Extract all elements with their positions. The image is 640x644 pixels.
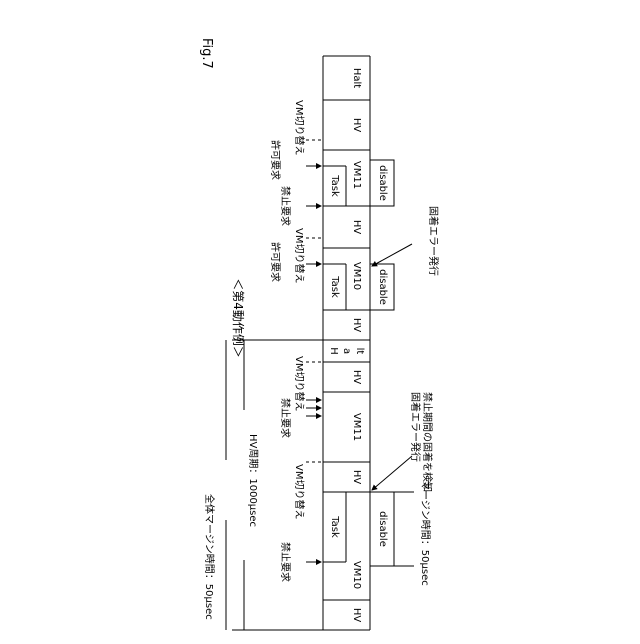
dashed-markers <box>306 140 323 462</box>
segment-disable-upper: disable <box>377 165 388 201</box>
segment-vm10-upper: VM10 <box>351 262 362 290</box>
period-brackets <box>226 340 323 630</box>
label-permit-request-2: 許可要求 <box>269 242 282 282</box>
label-hv-period: HV周期：1000μsec <box>247 434 259 527</box>
segment-hv-6: HV <box>351 608 362 623</box>
segment-disable-mid: disable <box>377 269 388 305</box>
label-margin-total: 全体マージン時間：50μsec <box>203 494 216 620</box>
label-vm-switch-2: VM切り替え <box>293 228 306 283</box>
segment-halt-h: H <box>328 347 339 355</box>
label-forbid-request-1: 禁止要求 <box>279 186 291 226</box>
label-forbid-request-2: 禁止要求 <box>279 398 291 438</box>
segment-hv-4: HV <box>351 370 362 385</box>
segment-hv-2: HV <box>351 220 362 235</box>
segment-disable-lower: disable <box>377 511 388 547</box>
segment-task-lower: Task <box>329 515 340 538</box>
label-forbid-request-3: 禁止要求 <box>279 542 291 582</box>
request-arrows <box>306 166 321 562</box>
segment-vm11-upper: VM11 <box>351 161 362 189</box>
segment-halt-a: a <box>341 348 352 354</box>
segment-halt-lt: lt <box>354 348 365 355</box>
label-vm-switch-4: VM切り替え <box>293 464 306 519</box>
label-permit-request-1: 許可要求 <box>269 140 282 180</box>
label-fault-error-upper: 固着エラー発行 <box>427 206 440 276</box>
segment-task-mid: Task <box>329 275 340 298</box>
fault-callout-upper <box>372 244 412 266</box>
figure-label: Fig.7 <box>199 38 214 69</box>
segment-halt: Halt <box>351 68 362 88</box>
margin-time-marker <box>394 492 414 566</box>
label-fault-error-lower: 固着エラー発行 <box>409 392 422 462</box>
segment-hv-3: HV <box>351 318 362 333</box>
label-detect-fault: 禁止期間の固着を検知 <box>421 392 434 492</box>
segment-vm11-lower: VM11 <box>351 413 362 441</box>
segment-hv-5: HV <box>351 470 362 485</box>
segment-hv-1: HV <box>351 118 362 133</box>
segment-task-upper: Task <box>329 174 340 197</box>
figure-title: ＜第4動作例＞ <box>231 278 245 358</box>
fault-callout-lower <box>372 456 412 490</box>
label-margin-time: マージン時間：50μsec <box>419 480 431 586</box>
label-vm-switch-1: VM切り替え <box>293 100 306 155</box>
segment-vm10-lower: VM10 <box>351 561 362 589</box>
label-vm-switch-3: VM切り替え <box>293 356 306 411</box>
